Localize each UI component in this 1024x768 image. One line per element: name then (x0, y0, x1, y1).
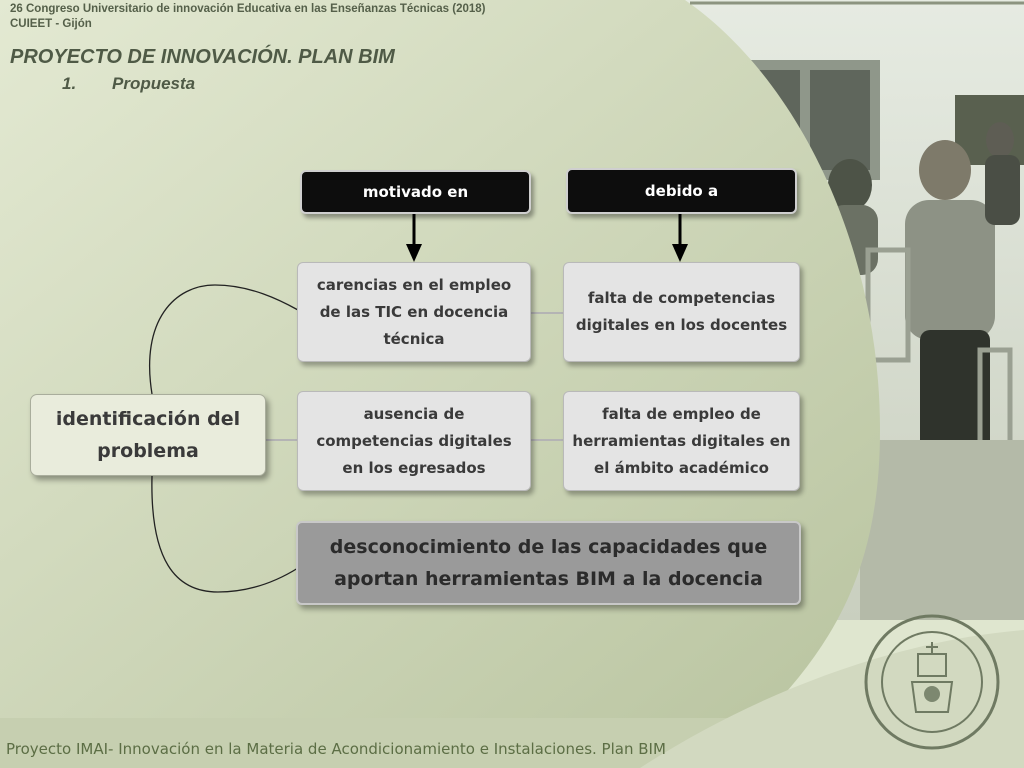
bottom-band-curve (640, 630, 1024, 768)
window-frame (810, 70, 870, 170)
university-seal-icon (864, 614, 1000, 750)
falta-empleo-box: falta de empleo de herramientas digitale… (563, 391, 800, 491)
identificacion-problema-box: identificación del problema (30, 394, 266, 476)
congress-title: 26 Congreso Universitario de innovación … (10, 3, 486, 15)
section-number: 1. (62, 74, 77, 93)
person-silhouette (828, 159, 872, 211)
footer-project-name: Proyecto IMAI- Innovación en la Materia … (6, 740, 666, 758)
desconocimiento-box: desconocimiento de las capacidades que a… (296, 521, 801, 605)
congress-location: CUIEET - Gijón (10, 18, 92, 30)
arrow-head-motivado (406, 244, 422, 262)
arrow-head-debido (672, 244, 688, 262)
falta-competencias-box: falta de competencias digitales en los d… (563, 262, 800, 362)
motivado-en-box: motivado en (300, 170, 531, 214)
carencias-box: carencias en el empleo de las TIC en doc… (297, 262, 531, 362)
person-silhouette (919, 140, 971, 200)
curve-main-carencias (148, 284, 299, 395)
person-silhouette (986, 122, 1014, 158)
person-silhouette (905, 200, 995, 340)
ausencia-box: ausencia de competencias digitales en lo… (297, 391, 531, 491)
section-label: Propuesta (112, 74, 196, 93)
debido-a-box: debido a (566, 168, 797, 214)
person-silhouette (985, 155, 1020, 225)
chair-shape (865, 247, 911, 363)
slide-title: PROYECTO DE INNOVACIÓN. PLAN BIM (10, 46, 395, 68)
slide-subtitle: 1. Propuesta (62, 74, 195, 94)
person-silhouette (920, 330, 990, 460)
curve-main-desconocimiento (151, 475, 299, 593)
floor-shape (860, 440, 1024, 620)
